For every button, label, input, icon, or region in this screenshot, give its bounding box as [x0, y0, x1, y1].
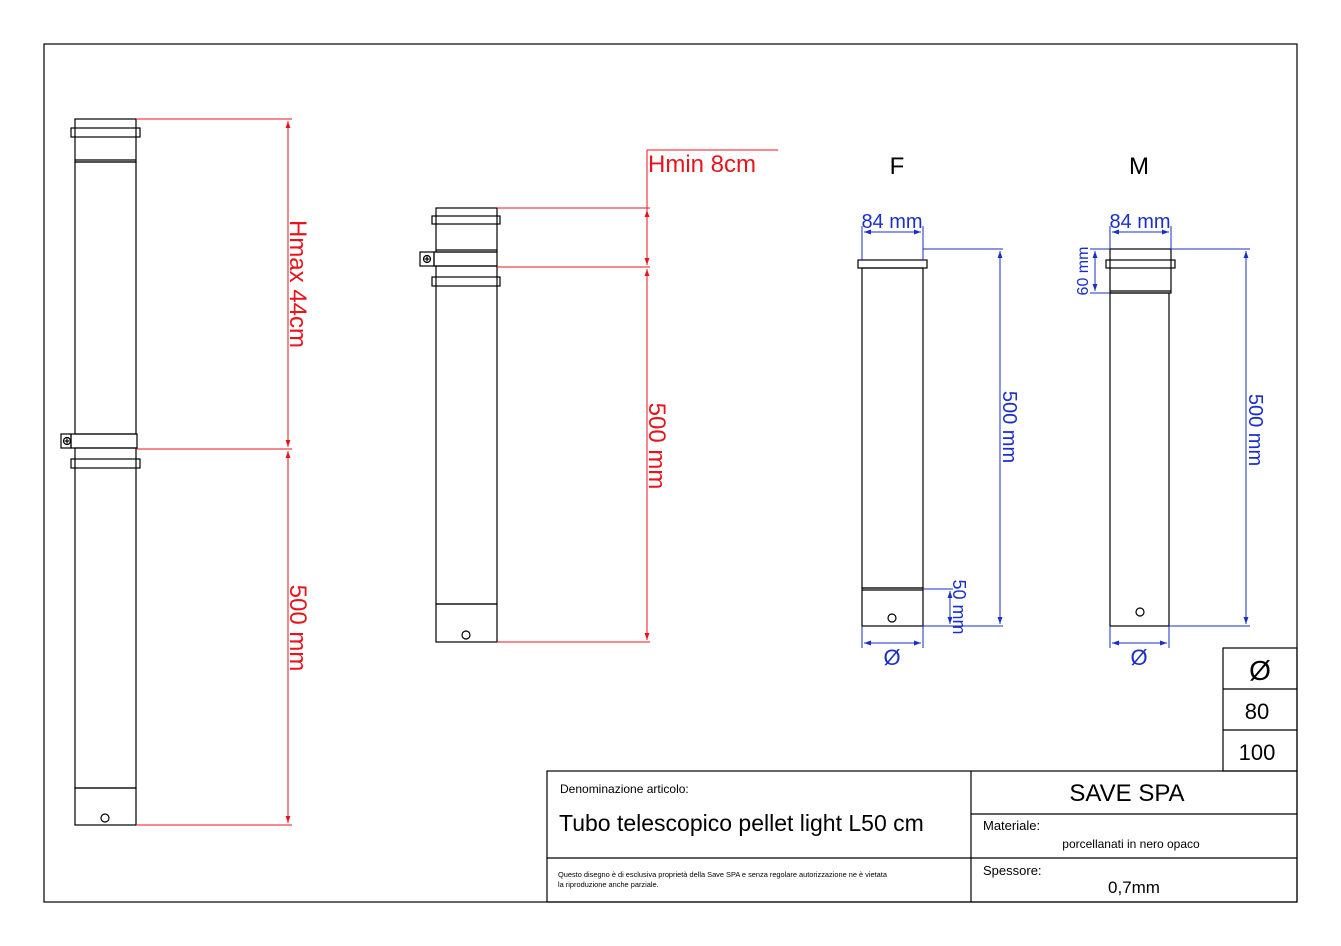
- middle-length-label: 500 mm: [643, 403, 670, 490]
- hmax-label: Hmax 44cm: [284, 220, 311, 348]
- female-diameter-symbol: Ø: [883, 645, 900, 670]
- female-width-label: 84 mm: [861, 211, 922, 233]
- male-collar-label: 60 mm: [1075, 247, 1092, 296]
- materiale-label: Materiale:: [983, 818, 1040, 833]
- left-length-label: 500 mm: [284, 585, 311, 672]
- hmin-label: Hmin 8cm: [648, 151, 756, 178]
- diameter-value-80: 80: [1245, 699, 1269, 724]
- left-pipe-assembly: [60, 118, 141, 826]
- female-end-label: 50 mm: [949, 579, 969, 634]
- left-dimension-lines: [136, 118, 292, 826]
- spessore-label: Spessore:: [983, 863, 1042, 878]
- title-block: [546, 770, 1298, 903]
- male-width-label: 84 mm: [1109, 211, 1170, 233]
- female-view-title: F: [890, 153, 905, 180]
- male-dimension-lines: [1090, 226, 1250, 648]
- female-length-label: 500 mm: [998, 391, 1020, 463]
- male-diameter-symbol: Ø: [1130, 645, 1147, 670]
- female-pipe: [857, 259, 928, 627]
- male-pipe: [1105, 248, 1176, 627]
- article-name: Tubo telescopico pellet light L50 cm: [559, 810, 924, 836]
- disclaimer-line1: Questo disegno è di esclusiva proprietà …: [558, 870, 888, 879]
- denominazione-label: Denominazione articolo:: [560, 782, 689, 796]
- materiale-value: porcellanati in nero opaco: [1062, 837, 1200, 851]
- middle-pipe-assembly: [419, 207, 501, 643]
- male-view-title: M: [1129, 153, 1149, 180]
- male-length-label: 500 mm: [1244, 394, 1266, 466]
- diameter-table-header: Ø: [1249, 655, 1271, 686]
- diameter-value-100: 100: [1239, 740, 1276, 765]
- disclaimer-line2: la riproduzione anche parziale.: [558, 880, 659, 889]
- company-name: SAVE SPA: [1069, 780, 1184, 807]
- spessore-value: 0,7mm: [1108, 878, 1160, 897]
- middle-dimension-lines: [497, 149, 778, 643]
- female-dimension-lines: [861, 226, 1003, 648]
